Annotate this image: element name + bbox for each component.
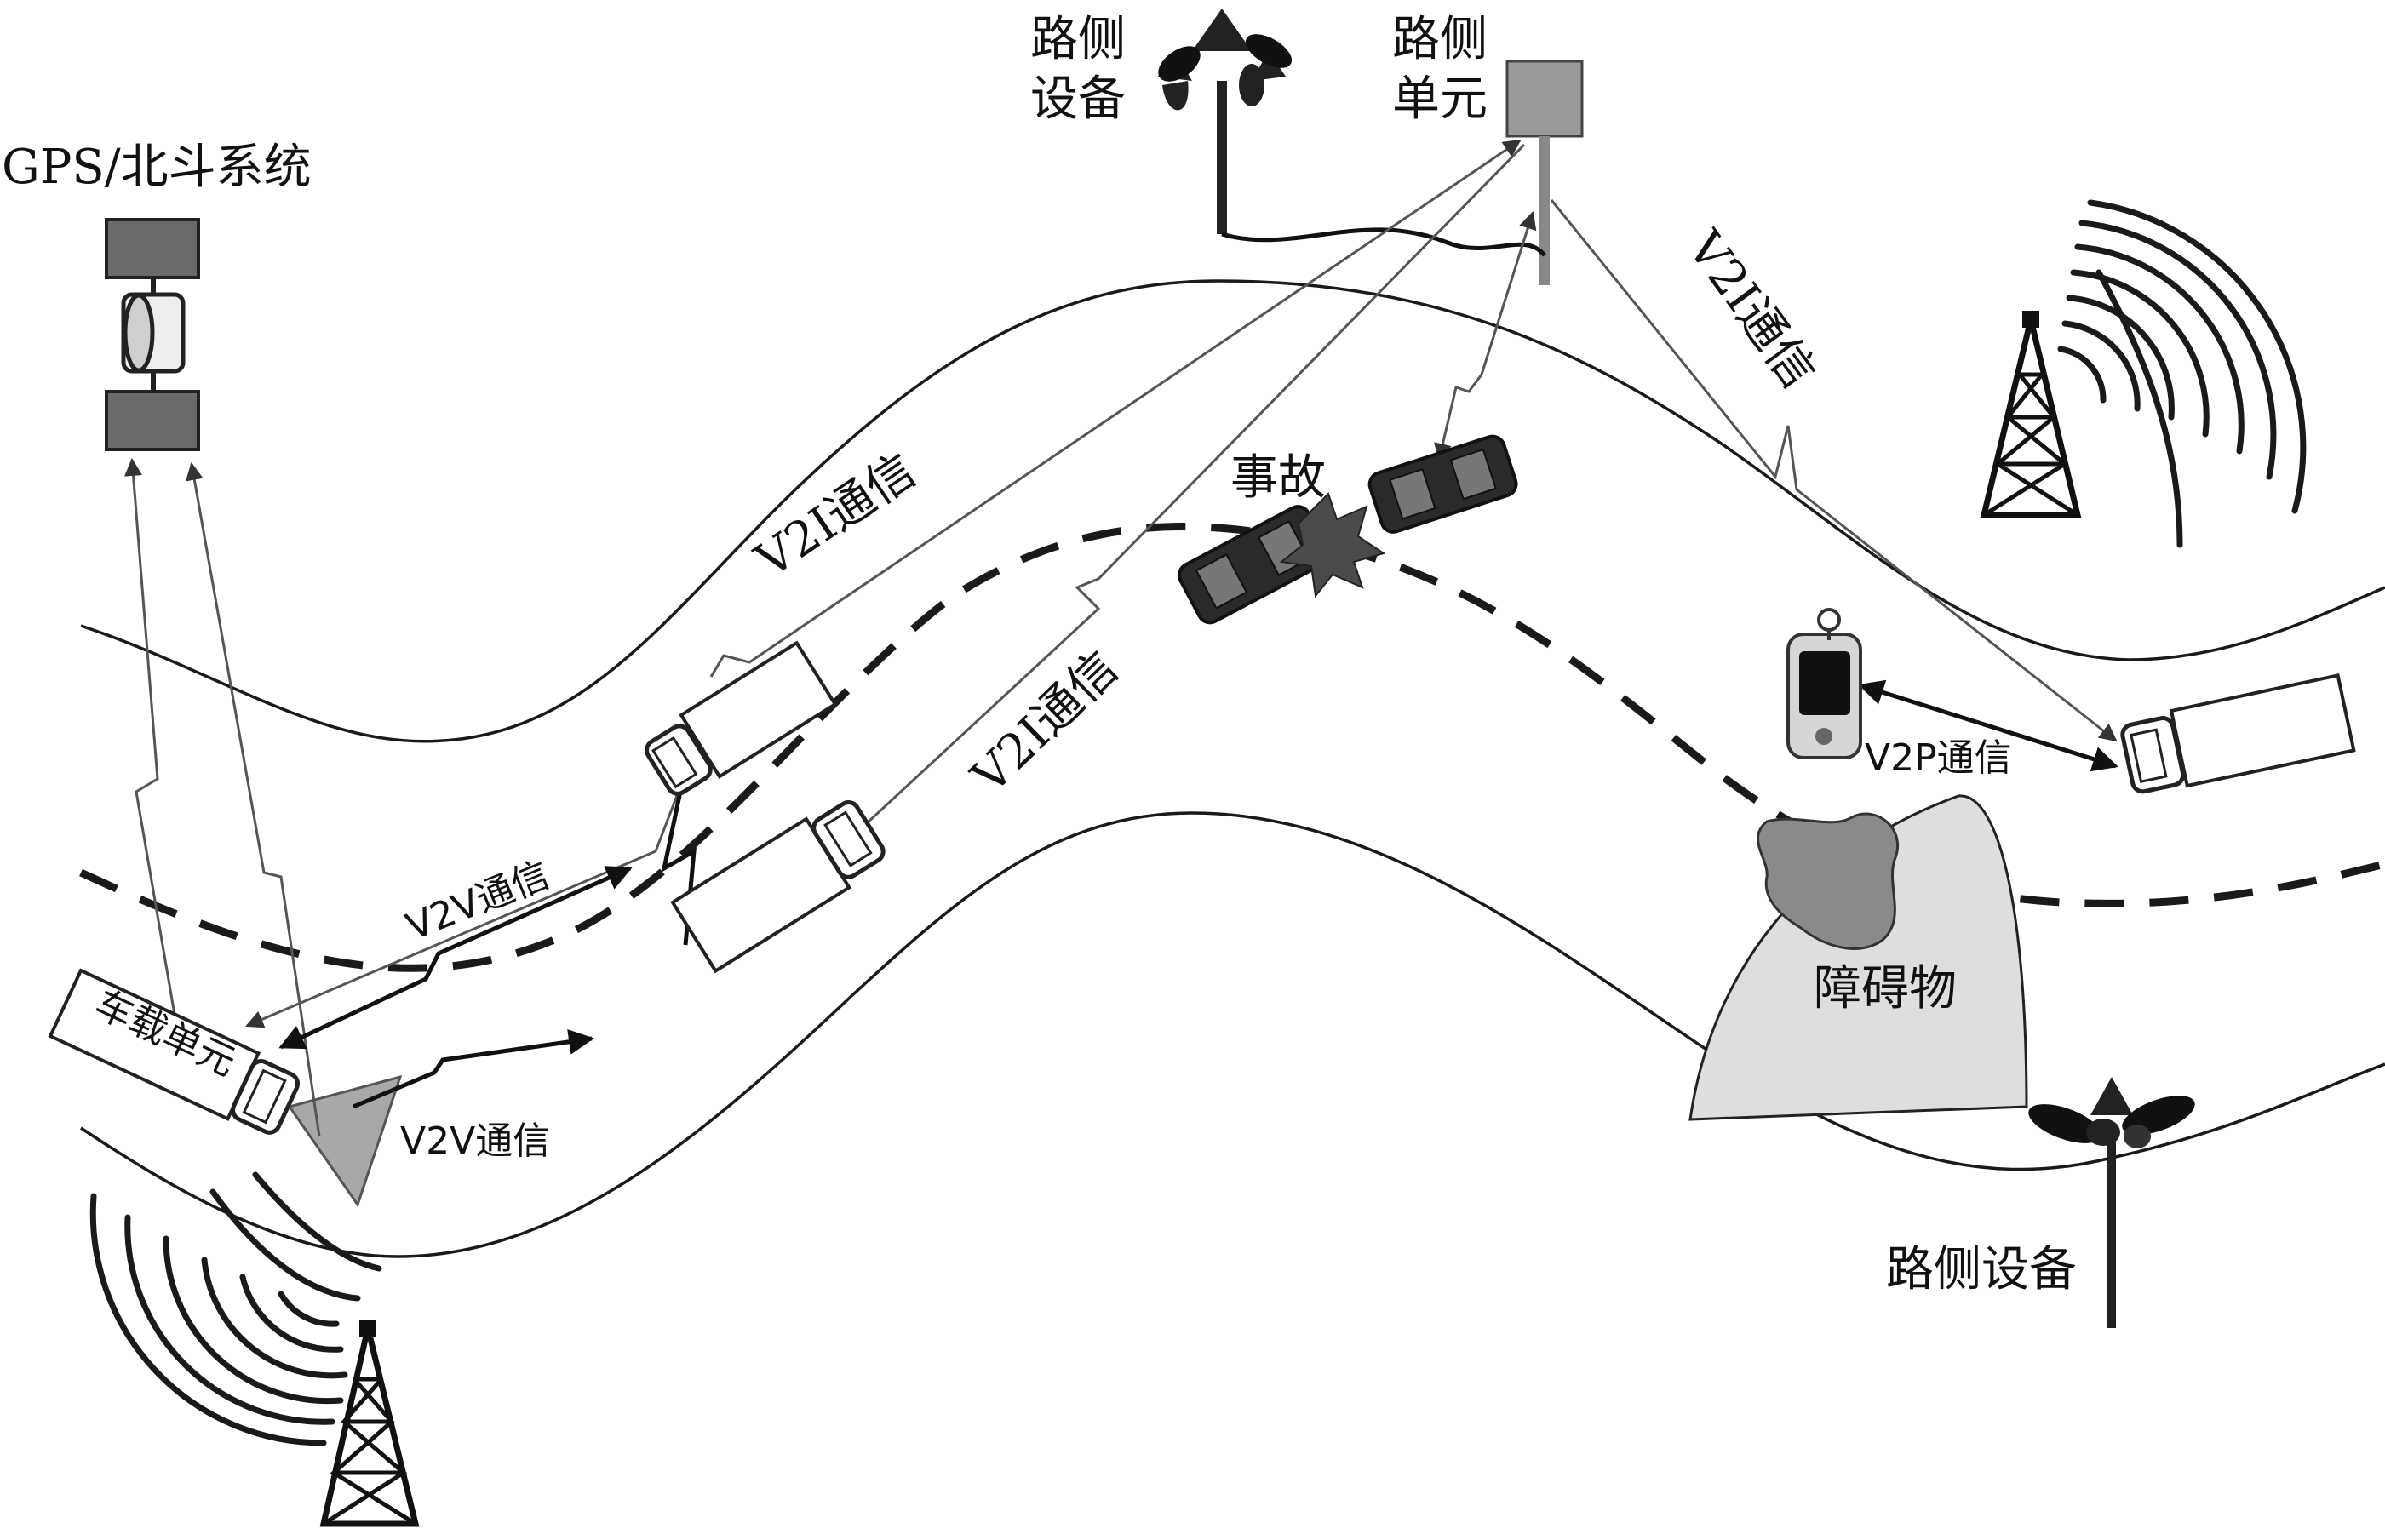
vehicle-icon — [670, 800, 886, 974]
crash-icon — [1177, 434, 1518, 625]
obstacle-label: 障碍物 — [1814, 961, 1957, 1016]
signal-waves-icon — [2057, 199, 2307, 548]
obstacle-zone: 障碍物 — [1688, 794, 2028, 1121]
v2v-link-lower — [353, 1028, 594, 1109]
accident-label: 事故 — [1230, 450, 1326, 506]
v2i-link-upper-left — [709, 139, 1522, 678]
roadside-unit-label-line1: 路侧 — [1392, 12, 1488, 67]
roadside-unit-icon — [1505, 60, 1584, 285]
v2p-link — [1858, 679, 2118, 772]
gps-label: GPS/北斗系统 — [2, 140, 312, 195]
roadside-antenna-icon — [2028, 1077, 2195, 1328]
v2i-center-label: V2I通信 — [961, 640, 1129, 804]
road-edge-lower — [80, 811, 2385, 1258]
v2i-link-right — [1550, 199, 2118, 742]
roadside-antenna-icon — [1158, 9, 1293, 234]
radar-icon — [1688, 794, 2028, 1121]
signal-waves-icon — [89, 1171, 382, 1446]
cell-tower-icon — [319, 1320, 420, 1527]
vehicle-icon — [645, 640, 838, 796]
v2i-link-center — [807, 143, 1526, 879]
v2i-link-accident — [1434, 210, 1537, 462]
obstacle-icon — [1757, 812, 1900, 950]
vehicle-icon — [48, 968, 301, 1135]
vehicle-icon — [2120, 673, 2356, 794]
v2i-upper-left-label: V2I通信 — [746, 443, 926, 589]
v2v-link-long — [245, 705, 714, 1028]
phone-icon — [1786, 608, 1862, 759]
v2i-right-label: V2I通信 — [1676, 220, 1826, 398]
radar-icon — [287, 1074, 403, 1208]
roadside-unit-label-line2: 单元 — [1392, 72, 1488, 127]
v2p-label: V2P通信 — [1865, 736, 2012, 780]
roadside-equipment-top-label-line1: 路侧 — [1030, 12, 1126, 67]
gps-uplink — [124, 457, 185, 1065]
v2v-lower-label: V2V通信 — [400, 1119, 550, 1163]
cell-tower-icon — [1980, 311, 2082, 518]
v2v-link-upper — [278, 866, 633, 1050]
satellite-icon — [105, 218, 200, 451]
roadside-equipment-top-label-line2: 设备 — [1030, 72, 1126, 127]
roadside-equipment-bottom-label: 路侧设备 — [1886, 1242, 2077, 1297]
